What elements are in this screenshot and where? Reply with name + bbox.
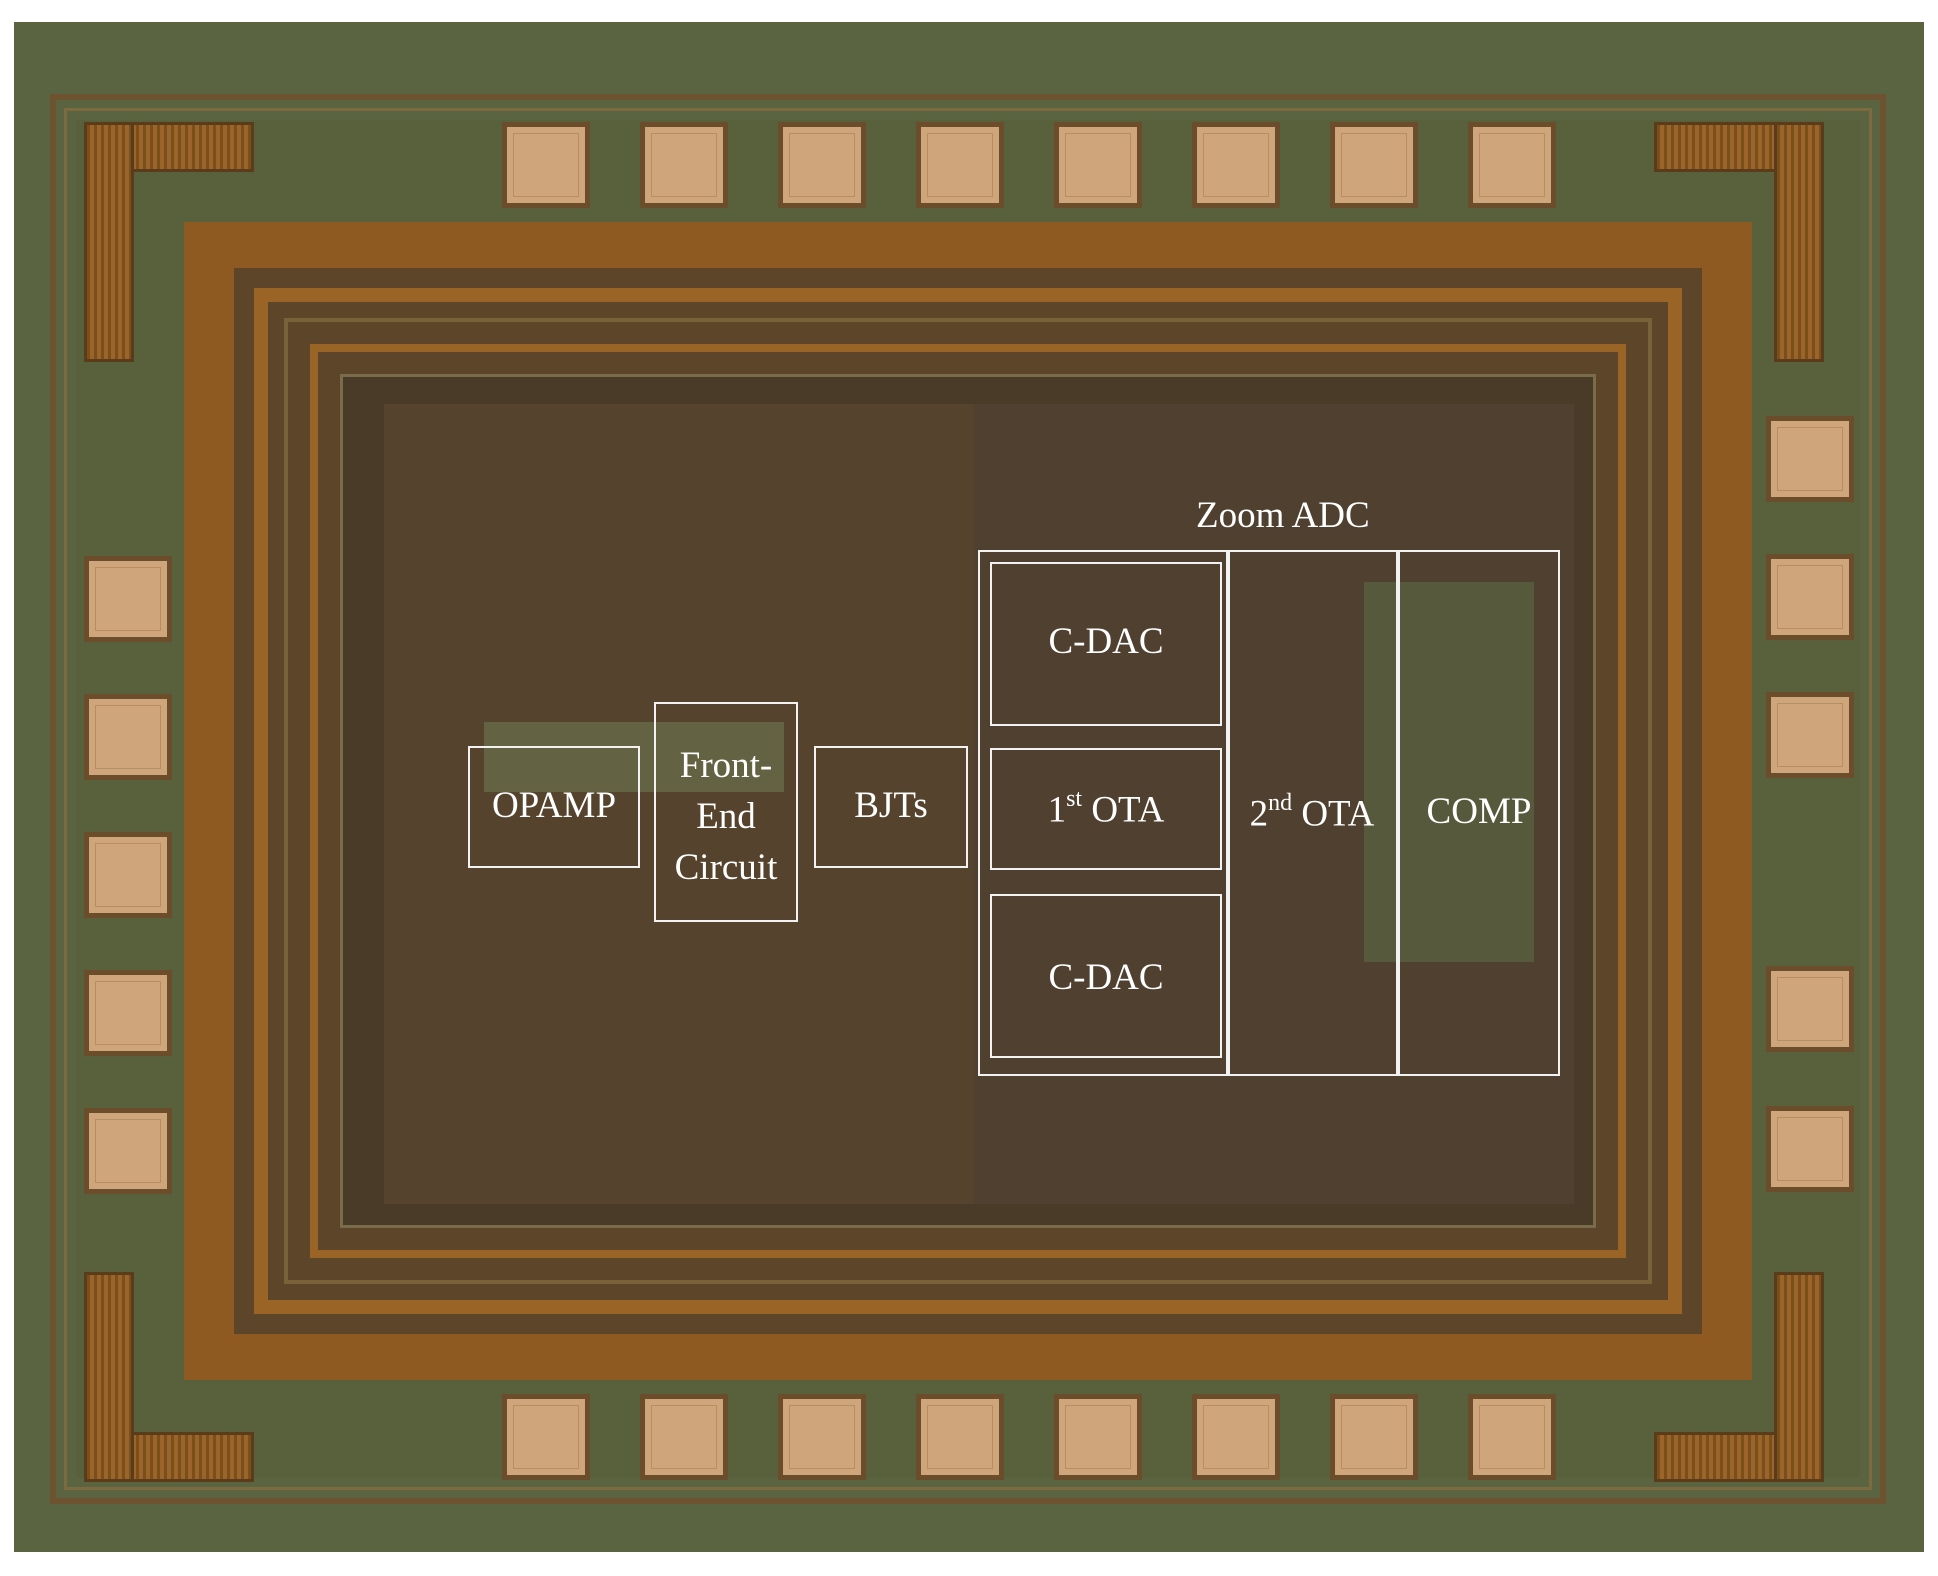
- comp-label: COMP: [1426, 791, 1532, 832]
- core-feature-a: [484, 722, 784, 792]
- front-end-circuit-box: [654, 702, 798, 922]
- esd-corner-bottom-left-v: [84, 1272, 134, 1482]
- cdac-top-box: [990, 562, 1222, 726]
- core-block-left: [384, 404, 984, 1204]
- front-end-line-3: Circuit: [674, 847, 778, 888]
- front-end-line-2: End: [696, 796, 756, 837]
- seal-band-3: [310, 344, 1626, 1258]
- bjts-box: [814, 746, 968, 868]
- opamp-box: [468, 746, 640, 868]
- bond-pad-right: [1766, 966, 1854, 1052]
- outer-guard-ring-inner: [64, 108, 1872, 1490]
- bond-pad-left: [84, 970, 172, 1056]
- ota2-label: 2nd OTA: [1249, 790, 1375, 835]
- bond-pad-top: [640, 122, 728, 208]
- esd-corner-top-right-v: [1774, 122, 1824, 362]
- outer-guard-ring: [50, 94, 1886, 1504]
- zoom-adc-label: Zoom ADC: [1196, 495, 1370, 536]
- chip-die: [14, 22, 1924, 1552]
- front-end-line-1: Front-: [679, 745, 773, 786]
- bond-pad-bottom: [778, 1394, 866, 1480]
- bond-pad-top: [1330, 122, 1418, 208]
- bond-pad-right: [1766, 692, 1854, 778]
- bond-pad-top: [1192, 122, 1280, 208]
- seal-band: [254, 288, 1682, 1314]
- bond-pad-bottom: [1330, 1394, 1418, 1480]
- bond-pad-bottom: [916, 1394, 1004, 1480]
- bond-pad-bottom: [502, 1394, 590, 1480]
- bond-pad-left: [84, 1108, 172, 1194]
- bond-pad-bottom: [1192, 1394, 1280, 1480]
- cdac-top-label: C-DAC: [1048, 621, 1164, 662]
- opamp-label: OPAMP: [491, 785, 617, 826]
- esd-corner-top-left-v: [84, 122, 134, 362]
- cdac-bottom-label: C-DAC: [1048, 957, 1164, 998]
- zoom-adc-divider-2: [1396, 550, 1400, 1076]
- front-end-circuit-label: Front- End Circuit: [654, 740, 798, 893]
- bond-pad-right: [1766, 416, 1854, 502]
- bond-pad-bottom: [1054, 1394, 1142, 1480]
- bond-pad-bottom: [640, 1394, 728, 1480]
- bond-pad-top: [1054, 122, 1142, 208]
- bond-pad-bottom: [1468, 1394, 1556, 1480]
- ota1-label: 1st OTA: [1047, 786, 1165, 831]
- bond-pad-top: [1468, 122, 1556, 208]
- bond-pad-top: [502, 122, 590, 208]
- bond-pad-top: [778, 122, 866, 208]
- cdac-bottom-box: [990, 894, 1222, 1058]
- zoom-adc-box: [978, 550, 1560, 1076]
- bond-pad-top: [916, 122, 1004, 208]
- seal-band-2: [284, 318, 1652, 1284]
- bond-pad-right: [1766, 1106, 1854, 1192]
- core-feature-b: [1364, 582, 1534, 962]
- zoom-adc-divider-1: [1226, 550, 1230, 1076]
- bond-pad-left: [84, 556, 172, 642]
- bjts-label: BJTs: [854, 785, 928, 826]
- ota1-box: [990, 748, 1222, 870]
- bond-pad-left: [84, 694, 172, 780]
- bond-pad-right: [1766, 554, 1854, 640]
- esd-corner-bottom-right-v: [1774, 1272, 1824, 1482]
- bond-pad-left: [84, 832, 172, 918]
